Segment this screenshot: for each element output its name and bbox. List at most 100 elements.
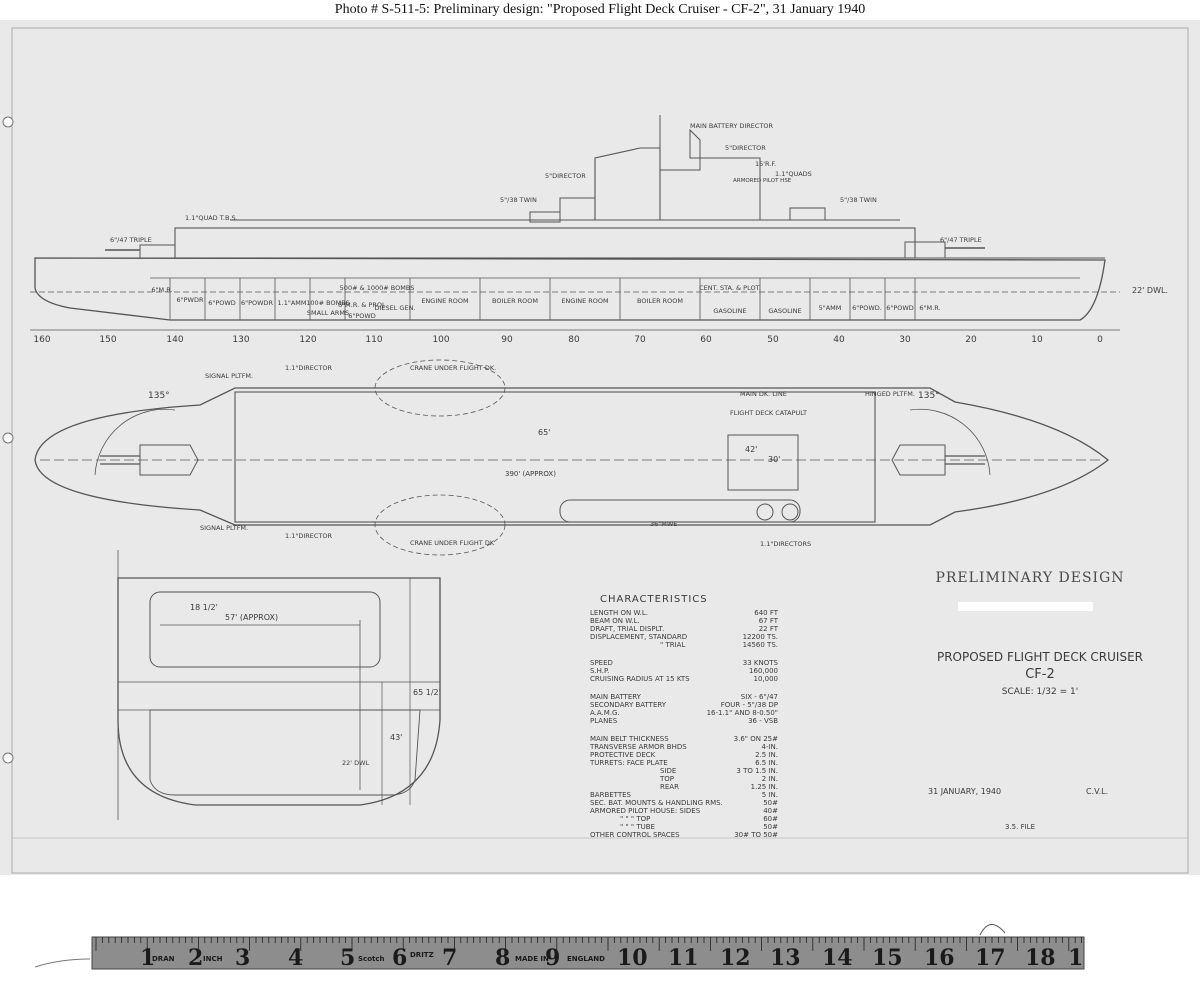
char-value: 6.5 IN. bbox=[755, 759, 778, 767]
compartment-label: 100# BOMBS bbox=[306, 299, 349, 307]
elevator bbox=[727, 434, 799, 491]
char-label: DRAFT, TRIAL DISPLT. bbox=[590, 625, 664, 633]
tape-number: 6 bbox=[392, 945, 407, 971]
char-label: BARBETTES bbox=[590, 791, 632, 799]
char-label: A.A.M.G. bbox=[590, 709, 620, 717]
compartment-label: 6"POWD bbox=[348, 312, 376, 320]
tape-number: 11 bbox=[668, 945, 699, 971]
armament-label: 5"DIRECTOR bbox=[725, 144, 766, 152]
tape-string bbox=[979, 924, 1006, 936]
compartment-label: BOILER ROOM bbox=[492, 297, 538, 305]
plan-label: 1.1"DIRECTORS bbox=[760, 540, 811, 548]
ruler-strip: 1 2 3 4 5 6 7 8 9 10 11 12 13 14 15 16 1… bbox=[0, 875, 1200, 981]
compartment-label: 6"PWDR bbox=[177, 296, 204, 304]
station-label: 10 bbox=[1031, 335, 1043, 345]
station-label: 30 bbox=[899, 335, 911, 345]
char-value: 3 TO 1.5 IN. bbox=[736, 767, 778, 775]
preliminary-design-heading: PRELIMINARY DESIGN bbox=[935, 570, 1124, 586]
deck-outline bbox=[34, 387, 1110, 526]
crane-arc-fwd bbox=[374, 359, 506, 417]
station-label: 160 bbox=[33, 335, 50, 345]
tape-ticks bbox=[95, 937, 1082, 951]
char-label: PLANES bbox=[590, 717, 618, 725]
drawing-title: PROPOSED FLIGHT DECK CRUISER bbox=[937, 650, 1143, 664]
plan-label: 1.1"DIRECTOR bbox=[285, 532, 332, 540]
tape-number: 8 bbox=[495, 945, 510, 971]
char-label: " TRIAL bbox=[660, 641, 685, 649]
char-value: 14560 TS. bbox=[743, 641, 778, 649]
section-label: 22' DWL bbox=[342, 759, 370, 767]
char-label: PROTECTIVE DECK bbox=[590, 751, 656, 759]
char-value: FOUR - 5"/38 DP bbox=[721, 701, 778, 709]
armament-label: 6"/47 TRIPLE bbox=[110, 236, 152, 244]
plan-label: FLIGHT DECK CATAPULT bbox=[730, 409, 807, 417]
station-label: 130 bbox=[232, 335, 249, 345]
char-value: 640 FT bbox=[754, 609, 778, 617]
plan-label: HINGED PLTFM. bbox=[865, 390, 915, 398]
char-value: 10,000 bbox=[754, 675, 779, 683]
midship-section bbox=[117, 550, 441, 820]
plan-label: 42' bbox=[745, 445, 757, 454]
station-label: 0 bbox=[1097, 335, 1103, 345]
island-profile bbox=[659, 128, 761, 220]
director-plan bbox=[756, 503, 774, 521]
compartment-label: GASOLINE bbox=[768, 307, 801, 315]
char-label: OTHER CONTROL SPACES bbox=[590, 831, 680, 839]
char-value: 30# TO 50# bbox=[734, 831, 778, 839]
fwd-turret-plan bbox=[891, 444, 946, 476]
tape-number: 17 bbox=[975, 945, 1006, 971]
characteristics-heading: CHARACTERISTICS bbox=[600, 594, 708, 605]
tape-number: 2 bbox=[188, 945, 203, 971]
char-value: 1.25 IN. bbox=[751, 783, 778, 791]
tape-print: DRAN INCH Scotch DRITZ MADE IN ENGLAND bbox=[152, 951, 605, 963]
char-label: SECONDARY BATTERY bbox=[590, 701, 667, 709]
hangar-superstructure bbox=[174, 227, 916, 259]
tape-string bbox=[34, 958, 91, 968]
aft-training-arc bbox=[94, 408, 176, 476]
plan-label: SIGNAL PLTFM. bbox=[205, 372, 253, 380]
char-label: TRANSVERSE ARMOR BHDS bbox=[589, 743, 687, 751]
armament-label: 1.1"QUAD T.B.S. bbox=[185, 214, 238, 222]
section-label: 65 1/2' bbox=[413, 688, 441, 697]
tape-number: 3 bbox=[235, 945, 250, 971]
plan-label: MAIN DK. LINE bbox=[740, 390, 787, 398]
char-value: SIX - 6"/47 bbox=[741, 693, 778, 701]
char-label: TOP bbox=[659, 775, 674, 783]
tape-print-text: ENGLAND bbox=[567, 955, 605, 963]
island-plan bbox=[559, 499, 801, 523]
aft-turret-profile bbox=[139, 244, 176, 259]
plan-label: SIGNAL PLTFM. bbox=[200, 524, 248, 532]
tape-print-text: MADE IN bbox=[515, 955, 549, 963]
station-label: 140 bbox=[166, 335, 183, 345]
drawing-initials: C.V.L. bbox=[1086, 787, 1108, 796]
compartment-label: 6"M.R. bbox=[151, 286, 172, 294]
drawing-date: 31 JANUARY, 1940 bbox=[928, 787, 1001, 796]
plan-label: CRANE UNDER FLIGHT DK bbox=[410, 539, 495, 547]
tape-number: 18 bbox=[1025, 945, 1056, 971]
char-label: MAIN BATTERY bbox=[590, 693, 642, 701]
station-label: 50 bbox=[767, 335, 779, 345]
photo-caption: Photo # S-511-5: Preliminary design: "Pr… bbox=[0, 0, 1200, 20]
char-label: CRUISING RADIUS AT 15 KTS bbox=[590, 675, 690, 683]
dwl-label: 22' DWL. bbox=[1132, 286, 1168, 295]
station-scale: 160 150 140 130 120 110 100 90 80 70 60 … bbox=[33, 335, 1103, 345]
flight-deck bbox=[234, 391, 876, 523]
lower-hull-section bbox=[149, 709, 421, 796]
plan-label: 30' bbox=[768, 455, 780, 464]
compartment-label: 6"POWD. bbox=[852, 304, 882, 312]
plan-label: 135° bbox=[148, 391, 170, 401]
compartment-label: CENT. STA. & PLOT. bbox=[699, 284, 761, 292]
compartment-label: 6"POWDR bbox=[241, 299, 274, 307]
tape-number: 1 bbox=[1068, 945, 1083, 971]
compartment-label: BOILER ROOM bbox=[637, 297, 683, 305]
plan-labels: SIGNAL PLTFM. 1.1"DIRECTOR CRANE UNDER F… bbox=[148, 364, 940, 548]
fwd-turret-profile bbox=[904, 241, 946, 259]
aft-turret-plan bbox=[139, 444, 199, 476]
station-label: 150 bbox=[99, 335, 116, 345]
char-label: ARMORED PILOT HOUSE: SIDES bbox=[590, 807, 701, 815]
armament-label: MAIN BATTERY DIRECTOR bbox=[690, 122, 774, 130]
compartment-label: 1.1"AMM bbox=[278, 299, 307, 307]
char-label: SIDE bbox=[660, 767, 676, 775]
char-value: 2 IN. bbox=[762, 775, 778, 783]
char-label: DISPLACEMENT, STANDARD bbox=[590, 633, 687, 641]
